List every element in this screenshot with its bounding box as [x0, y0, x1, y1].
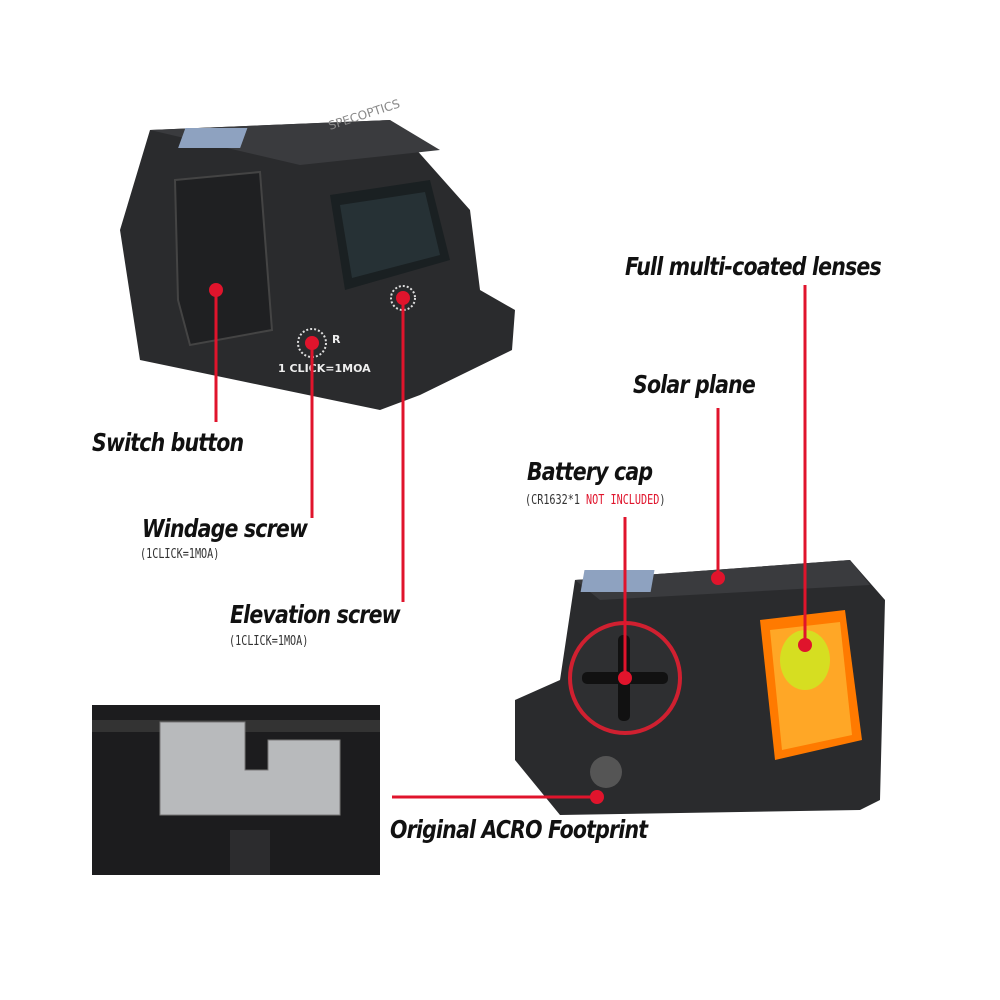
label-solar-plane: Solar plane	[633, 370, 756, 399]
sight-front-view	[515, 560, 885, 815]
note-battery-prefix: (CR1632*1	[525, 493, 587, 508]
label-elevation-screw: Elevation screw	[230, 600, 401, 629]
callout-lines	[214, 285, 807, 799]
note-battery-warning: NOT INCLUDED	[586, 493, 660, 508]
click-marking: 1 CLICK=1MOA	[278, 362, 371, 375]
sight-side-view: SPECOPTICS 1 CLICK=1MOA R	[120, 97, 515, 410]
label-windage-screw: Windage screw	[142, 514, 308, 543]
label-lenses: Full multi-coated lenses	[625, 252, 882, 281]
sight-bottom-view	[92, 705, 380, 875]
label-footprint: Original ACRO Footprint	[390, 815, 648, 844]
note-battery-suffix: )	[659, 493, 666, 508]
note-battery: (CR1632*1 NOT INCLUDED)	[525, 493, 665, 508]
label-battery-cap: Battery cap	[527, 457, 653, 486]
callout-dots	[209, 283, 812, 804]
note-windage: (1CLICK=1MOA)	[140, 547, 220, 562]
svg-text:R: R	[332, 333, 341, 346]
label-switch-button: Switch button	[92, 428, 244, 457]
note-elevation: (1CLICK=1MOA)	[229, 634, 309, 649]
